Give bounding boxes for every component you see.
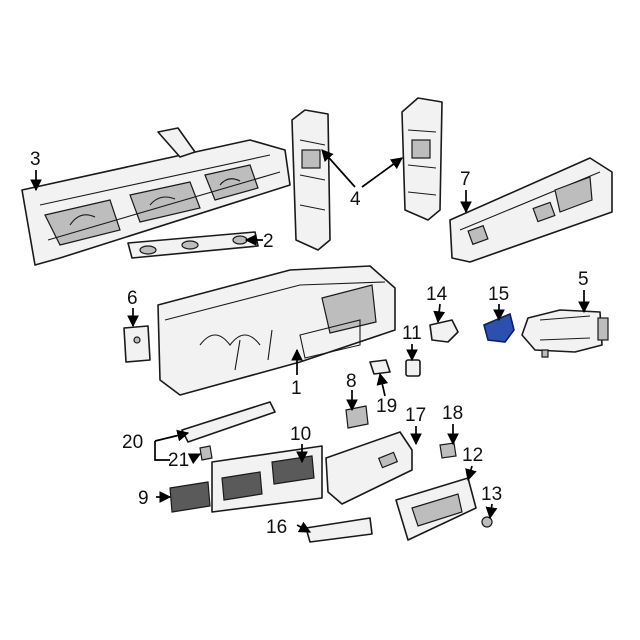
callout-9: 9 bbox=[138, 488, 149, 509]
part-17-glove-box bbox=[325, 431, 413, 505]
part-3-dash-frame bbox=[21, 127, 291, 266]
part-7-cluster-bezel bbox=[449, 157, 613, 263]
part-8-switch bbox=[345, 405, 369, 429]
callout-15: 15 bbox=[488, 284, 509, 305]
part-2-bracket-strip bbox=[127, 231, 259, 259]
part-18-latch bbox=[439, 442, 457, 459]
part-12-storage-bin bbox=[395, 477, 477, 541]
part-20-panel bbox=[181, 401, 276, 443]
callout-17: 17 bbox=[405, 405, 426, 426]
part-1-instrument-panel bbox=[157, 265, 396, 396]
callout-10: 10 bbox=[290, 424, 311, 445]
callout-8: 8 bbox=[346, 371, 357, 392]
callout-4: 4 bbox=[350, 189, 361, 210]
callout-16: 16 bbox=[266, 517, 287, 538]
callout-12: 12 bbox=[462, 445, 483, 466]
part-13-screw bbox=[481, 516, 493, 528]
callout-14: 14 bbox=[426, 284, 448, 305]
callout-7: 7 bbox=[460, 169, 471, 190]
callout-20: 20 bbox=[122, 432, 143, 453]
callout-2: 2 bbox=[263, 231, 274, 252]
callout-18: 18 bbox=[442, 403, 463, 424]
callout-11: 11 bbox=[402, 323, 422, 344]
part-16-trim-bar bbox=[305, 517, 373, 543]
part-14-trim-piece bbox=[429, 319, 459, 343]
callout-13: 13 bbox=[481, 484, 502, 505]
callout-1: 1 bbox=[291, 378, 302, 399]
part-10-vent-group bbox=[211, 445, 323, 513]
part-4-side-brackets bbox=[291, 97, 443, 251]
part-5-airbag-module bbox=[521, 309, 609, 358]
part-19-connector bbox=[369, 359, 391, 375]
part-6-bracket bbox=[123, 325, 151, 363]
part-9-vent bbox=[169, 481, 211, 513]
callout-21: 21 bbox=[168, 450, 189, 471]
callout-5: 5 bbox=[578, 269, 589, 290]
part-15-highlighted-bracket bbox=[483, 312, 515, 343]
part-11-clip bbox=[405, 359, 421, 377]
callout-3: 3 bbox=[30, 149, 41, 170]
callout-labels: 1 2 3 4 5 6 7 8 9 10 11 12 13 14 15 16 1… bbox=[30, 149, 589, 538]
leader-lines bbox=[30, 149, 590, 533]
part-21-clip bbox=[199, 445, 213, 461]
callout-6: 6 bbox=[127, 288, 138, 309]
callout-19: 19 bbox=[376, 396, 397, 417]
